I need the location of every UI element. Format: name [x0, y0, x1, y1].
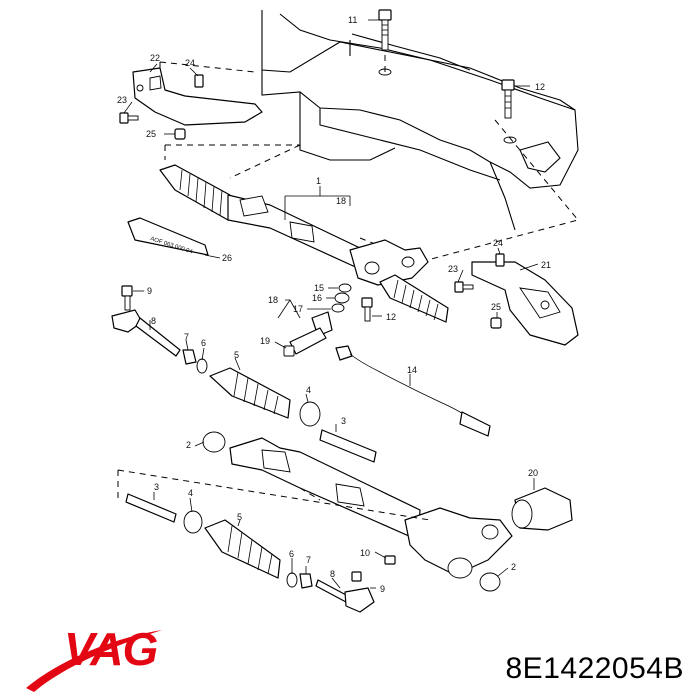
- subframe-crossmember: [261, 10, 579, 231]
- clip-24-left: [194, 74, 204, 88]
- dashed-guides-lower: [117, 469, 431, 521]
- o-ring-2-upper: [202, 431, 226, 453]
- callout-14: 14: [407, 365, 417, 375]
- callout-9: 9: [380, 584, 385, 594]
- callout-2: 2: [511, 562, 516, 572]
- callout-18: 18: [336, 196, 346, 206]
- bolt-12-upper: [501, 79, 515, 119]
- dust-boot-20: [511, 487, 573, 531]
- grease-tube-26: AOF 063 000 04: [127, 217, 209, 256]
- bracket-left: [132, 67, 263, 126]
- callout-2: 2: [186, 440, 191, 450]
- callout-labels: 1 18 11 12 22 24 23 25 26 24 23 21 25 15…: [117, 15, 551, 594]
- callout-22: 22: [150, 53, 160, 63]
- inner-tie-rod-3-lower: [125, 493, 177, 523]
- callout-6: 6: [201, 338, 206, 348]
- dashed-guides-upper: [159, 48, 579, 263]
- callout-1: 1: [316, 176, 321, 186]
- callout-5: 5: [237, 512, 242, 522]
- nut-6-7-lower: [286, 572, 313, 589]
- callout-8: 8: [151, 316, 156, 326]
- callout-24: 24: [185, 58, 195, 68]
- callout-16: 16: [312, 293, 322, 303]
- nut-7-6-upper: [182, 349, 208, 374]
- bolt-23-left: [119, 112, 139, 124]
- bolt-11: [378, 9, 392, 51]
- nut-25-left: [174, 128, 186, 140]
- steering-rack-upper: [159, 164, 449, 323]
- part-number: 8E1422054B: [505, 652, 684, 685]
- callout-18: 18: [268, 295, 278, 305]
- callout-26: 26: [222, 253, 232, 263]
- steering-rack-lower: [229, 437, 513, 579]
- nut-25-right: [490, 317, 502, 329]
- tie-rod-end-lower: [315, 571, 375, 613]
- callout-21: 21: [541, 260, 551, 270]
- callout-4: 4: [188, 488, 193, 498]
- pipe-union-19: [283, 327, 327, 357]
- clip-24-right: [495, 253, 505, 267]
- sensor-cable-14: [335, 345, 491, 437]
- brand-logo-text: VAG: [64, 623, 158, 675]
- boot-5-upper: [209, 367, 291, 419]
- leader-lines: [123, 19, 539, 589]
- o-ring-2-lower: [479, 572, 501, 592]
- inner-tie-rod-3-upper: [319, 429, 377, 463]
- callout-19: 19: [260, 336, 270, 346]
- callout-12: 12: [535, 82, 545, 92]
- callout-7: 7: [306, 555, 311, 565]
- callout-23: 23: [117, 95, 127, 105]
- boot-5-lower: [204, 519, 281, 579]
- callout-25: 25: [491, 302, 501, 312]
- callout-6: 6: [289, 549, 294, 559]
- callout-5: 5: [234, 350, 239, 360]
- callout-23: 23: [448, 264, 458, 274]
- callout-12: 12: [386, 312, 396, 322]
- vag-logo-swoosh: [26, 630, 162, 692]
- callout-25: 25: [146, 129, 156, 139]
- callout-24: 24: [493, 238, 503, 248]
- callout-4: 4: [306, 385, 311, 395]
- callout-20: 20: [528, 468, 538, 478]
- bracket-right-21: [471, 261, 579, 346]
- callout-3: 3: [154, 482, 159, 492]
- bolt-23-right: [454, 281, 474, 293]
- callout-8: 8: [330, 569, 335, 579]
- clamp-4-upper: [299, 401, 321, 427]
- callout-10: 10: [360, 548, 370, 558]
- callout-17: 17: [293, 304, 303, 314]
- clamp-4-lower: [183, 510, 203, 534]
- bolt-12-lower: [361, 297, 373, 322]
- callout-9: 9: [147, 286, 152, 296]
- callout-7: 7: [184, 332, 189, 342]
- screw-10: [384, 555, 396, 565]
- callout-15: 15: [314, 283, 324, 293]
- callout-3: 3: [341, 416, 346, 426]
- tie-rod-end-upper: [111, 285, 181, 357]
- callout-11: 11: [348, 15, 357, 25]
